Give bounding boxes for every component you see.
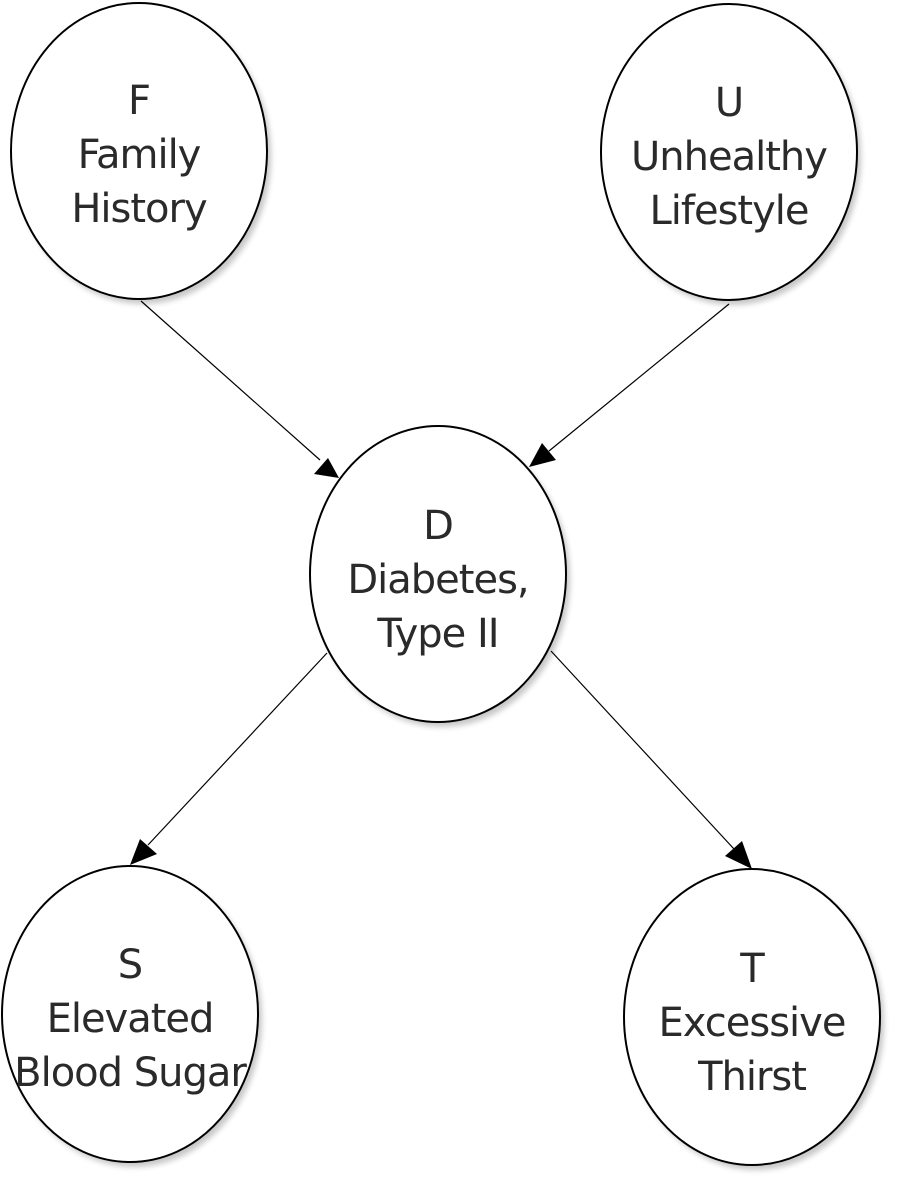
node-u-symbol: U	[715, 80, 743, 126]
edge-diabetes-to-excessive-thirst	[550, 650, 752, 869]
node-t-symbol: T	[739, 946, 765, 992]
node-d-label-line-2: Type II	[376, 611, 498, 657]
edge-diabetes-to-elevated-blood-sugar	[130, 652, 328, 865]
node-f-label-line-2: History	[71, 186, 207, 232]
node-s-symbol: S	[118, 942, 142, 988]
node-s-label-line-1: Elevated	[47, 996, 214, 1042]
node-excessive-thirst: T Excessive Thirst	[623, 868, 884, 1170]
node-f-label-line-1: Family	[78, 132, 201, 178]
node-d-label-line-1: Diabetes,	[347, 557, 528, 603]
node-unhealthy-lifestyle: U Unhealthy Lifestyle	[600, 3, 861, 305]
edge-unhealthy-lifestyle-to-diabetes	[529, 303, 730, 467]
node-u-label-line-1: Unhealthy	[631, 134, 827, 180]
edges	[130, 300, 752, 869]
edge-family-history-to-diabetes	[140, 300, 339, 478]
node-elevated-blood-sugar: S Elevated Blood Sugar	[1, 865, 262, 1167]
node-diabetes-type-ii: D Diabetes, Type II	[309, 425, 570, 727]
node-family-history: F Family History	[10, 2, 271, 304]
node-f-symbol: F	[128, 78, 150, 124]
node-t-label-line-2: Thirst	[697, 1054, 806, 1100]
node-u-label-line-2: Lifestyle	[649, 188, 808, 234]
node-t-label-line-1: Excessive	[659, 1000, 846, 1046]
node-s-label-line-2: Blood Sugar	[14, 1050, 247, 1096]
node-d-symbol: D	[423, 503, 453, 549]
